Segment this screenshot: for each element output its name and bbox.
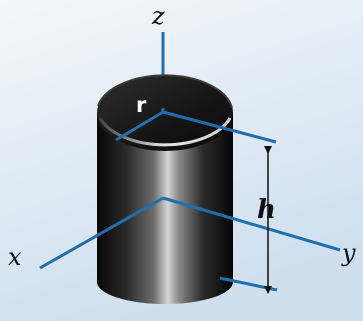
cylinder-top-rim: [98, 117, 232, 147]
y-axis-line: [162, 196, 341, 252]
cylinder-body: [97, 113, 233, 304]
x-axis-line: [39, 196, 164, 270]
x-axis-label: x: [8, 243, 22, 271]
radius-label: r: [136, 93, 147, 117]
z-axis-label: z: [151, 2, 165, 30]
cylinder-top-back-rim: [97, 74, 233, 109]
radius-line: [115, 110, 164, 142]
y-axis-label: y: [341, 239, 356, 267]
y-axis-top-line: [162, 110, 277, 144]
height-label: h: [257, 195, 276, 225]
